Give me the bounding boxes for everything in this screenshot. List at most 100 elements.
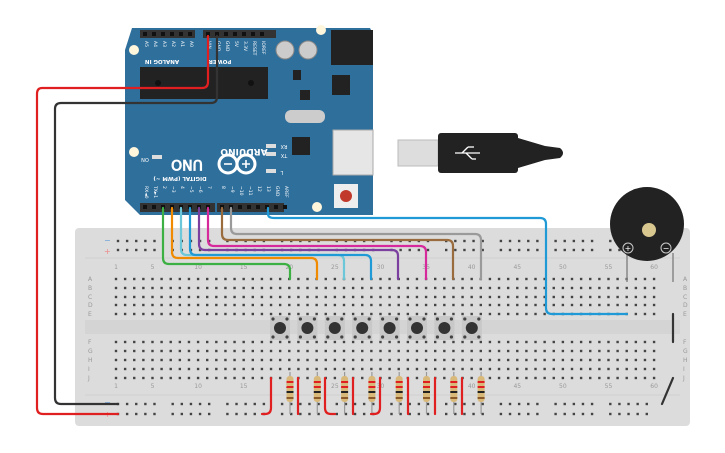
- breadboard-hole[interactable]: [506, 295, 510, 299]
- breadboard-hole[interactable]: [434, 286, 437, 290]
- breadboard-hole[interactable]: [598, 340, 601, 344]
- breadboard-hole[interactable]: [233, 349, 236, 353]
- breadboard-hole[interactable]: [187, 358, 191, 362]
- breadboard-hole[interactable]: [187, 340, 191, 344]
- breadboard-hole[interactable]: [497, 349, 501, 353]
- breadboard-hole[interactable]: [570, 376, 574, 380]
- breadboard-hole[interactable]: [196, 277, 200, 281]
- wire-pin8-brown[interactable]: [220, 206, 455, 281]
- breadboard-hole[interactable]: [543, 303, 546, 307]
- breadboard-hole[interactable]: [351, 358, 355, 362]
- resistor[interactable]: [450, 372, 458, 414]
- rail-hole[interactable]: [390, 402, 393, 406]
- breadboard-hole[interactable]: [534, 295, 537, 299]
- rail-hole[interactable]: [554, 402, 557, 406]
- breadboard-hole[interactable]: [634, 286, 638, 290]
- breadboard-hole[interactable]: [142, 312, 145, 316]
- breadboard-hole[interactable]: [506, 312, 510, 316]
- rail-hole[interactable]: [463, 239, 466, 243]
- breadboard-hole[interactable]: [269, 303, 273, 307]
- breadboard-hole[interactable]: [388, 286, 391, 290]
- breadboard-hole[interactable]: [470, 358, 473, 362]
- breadboard-hole[interactable]: [388, 295, 391, 299]
- breadboard-hole[interactable]: [342, 303, 346, 307]
- rail-hole[interactable]: [609, 402, 612, 406]
- breadboard-hole[interactable]: [534, 358, 537, 362]
- breadboard-hole[interactable]: [269, 340, 273, 344]
- breadboard-hole[interactable]: [652, 367, 656, 371]
- breadboard-hole[interactable]: [123, 277, 127, 281]
- breadboard-hole[interactable]: [160, 286, 163, 290]
- breadboard-hole[interactable]: [552, 367, 555, 371]
- rail-hole[interactable]: [536, 402, 539, 406]
- breadboard-hole[interactable]: [534, 312, 537, 316]
- breadboard-hole[interactable]: [643, 303, 647, 307]
- breadboard-hole[interactable]: [269, 367, 273, 371]
- header-pin[interactable]: [152, 32, 156, 36]
- breadboard-hole[interactable]: [525, 376, 528, 380]
- breadboard-hole[interactable]: [242, 376, 245, 380]
- breadboard-hole[interactable]: [324, 349, 327, 353]
- breadboard-hole[interactable]: [643, 349, 647, 353]
- breadboard-hole[interactable]: [625, 340, 628, 344]
- breadboard-hole[interactable]: [570, 303, 574, 307]
- breadboard-hole[interactable]: [333, 286, 337, 290]
- breadboard-hole[interactable]: [187, 303, 191, 307]
- usb-cable[interactable]: [397, 133, 563, 173]
- breadboard-hole[interactable]: [388, 277, 391, 281]
- breadboard-hole[interactable]: [497, 340, 501, 344]
- rail-hole[interactable]: [198, 412, 202, 416]
- rail-hole[interactable]: [508, 239, 512, 243]
- breadboard-hole[interactable]: [552, 358, 555, 362]
- breadboard-hole[interactable]: [233, 295, 236, 299]
- breadboard-hole[interactable]: [142, 286, 145, 290]
- breadboard-hole[interactable]: [306, 358, 309, 362]
- breadboard-hole[interactable]: [579, 367, 583, 371]
- rail-hole[interactable]: [618, 248, 621, 252]
- rail-hole[interactable]: [481, 248, 484, 252]
- breadboard-hole[interactable]: [479, 312, 482, 316]
- rail-hole[interactable]: [153, 402, 156, 406]
- breadboard-hole[interactable]: [616, 367, 619, 371]
- breadboard-hole[interactable]: [315, 349, 318, 353]
- breadboard-hole[interactable]: [434, 349, 437, 353]
- breadboard-hole[interactable]: [543, 295, 546, 299]
- breadboard-hole[interactable]: [506, 303, 510, 307]
- breadboard-hole[interactable]: [215, 286, 218, 290]
- breadboard-hole[interactable]: [333, 367, 337, 371]
- breadboard-hole[interactable]: [397, 340, 400, 344]
- wire-rail-red[interactable]: [323, 376, 337, 416]
- breadboard-hole[interactable]: [379, 312, 382, 316]
- breadboard-hole[interactable]: [224, 367, 227, 371]
- breadboard-hole[interactable]: [269, 295, 273, 299]
- breadboard-hole[interactable]: [151, 340, 154, 344]
- breadboard-hole[interactable]: [333, 295, 337, 299]
- breadboard-hole[interactable]: [133, 358, 136, 362]
- breadboard-hole[interactable]: [133, 312, 136, 316]
- breadboard-hole[interactable]: [206, 367, 209, 371]
- breadboard-hole[interactable]: [443, 286, 446, 290]
- pushbutton-cap[interactable]: [465, 322, 478, 334]
- breadboard-hole[interactable]: [260, 340, 264, 344]
- breadboard-hole[interactable]: [452, 349, 455, 353]
- breadboard-hole[interactable]: [160, 277, 163, 281]
- breadboard-hole[interactable]: [406, 312, 410, 316]
- breadboard-hole[interactable]: [561, 340, 565, 344]
- wire-gnd-rail-black[interactable]: [660, 376, 675, 406]
- breadboard-hole[interactable]: [233, 358, 236, 362]
- breadboard-hole[interactable]: [288, 295, 291, 299]
- breadboard-hole[interactable]: [643, 376, 647, 380]
- breadboard-hole[interactable]: [497, 312, 501, 316]
- rail-hole[interactable]: [527, 248, 530, 252]
- breadboard-hole[interactable]: [169, 349, 172, 353]
- breadboard-hole[interactable]: [160, 376, 163, 380]
- breadboard-hole[interactable]: [160, 349, 163, 353]
- breadboard-hole[interactable]: [443, 340, 446, 344]
- rail-hole[interactable]: [135, 412, 138, 416]
- rail-hole[interactable]: [317, 412, 320, 416]
- breadboard-hole[interactable]: [160, 358, 163, 362]
- breadboard-hole[interactable]: [434, 295, 437, 299]
- rail-hole[interactable]: [125, 248, 129, 252]
- breadboard-hole[interactable]: [579, 340, 583, 344]
- breadboard-hole[interactable]: [196, 295, 200, 299]
